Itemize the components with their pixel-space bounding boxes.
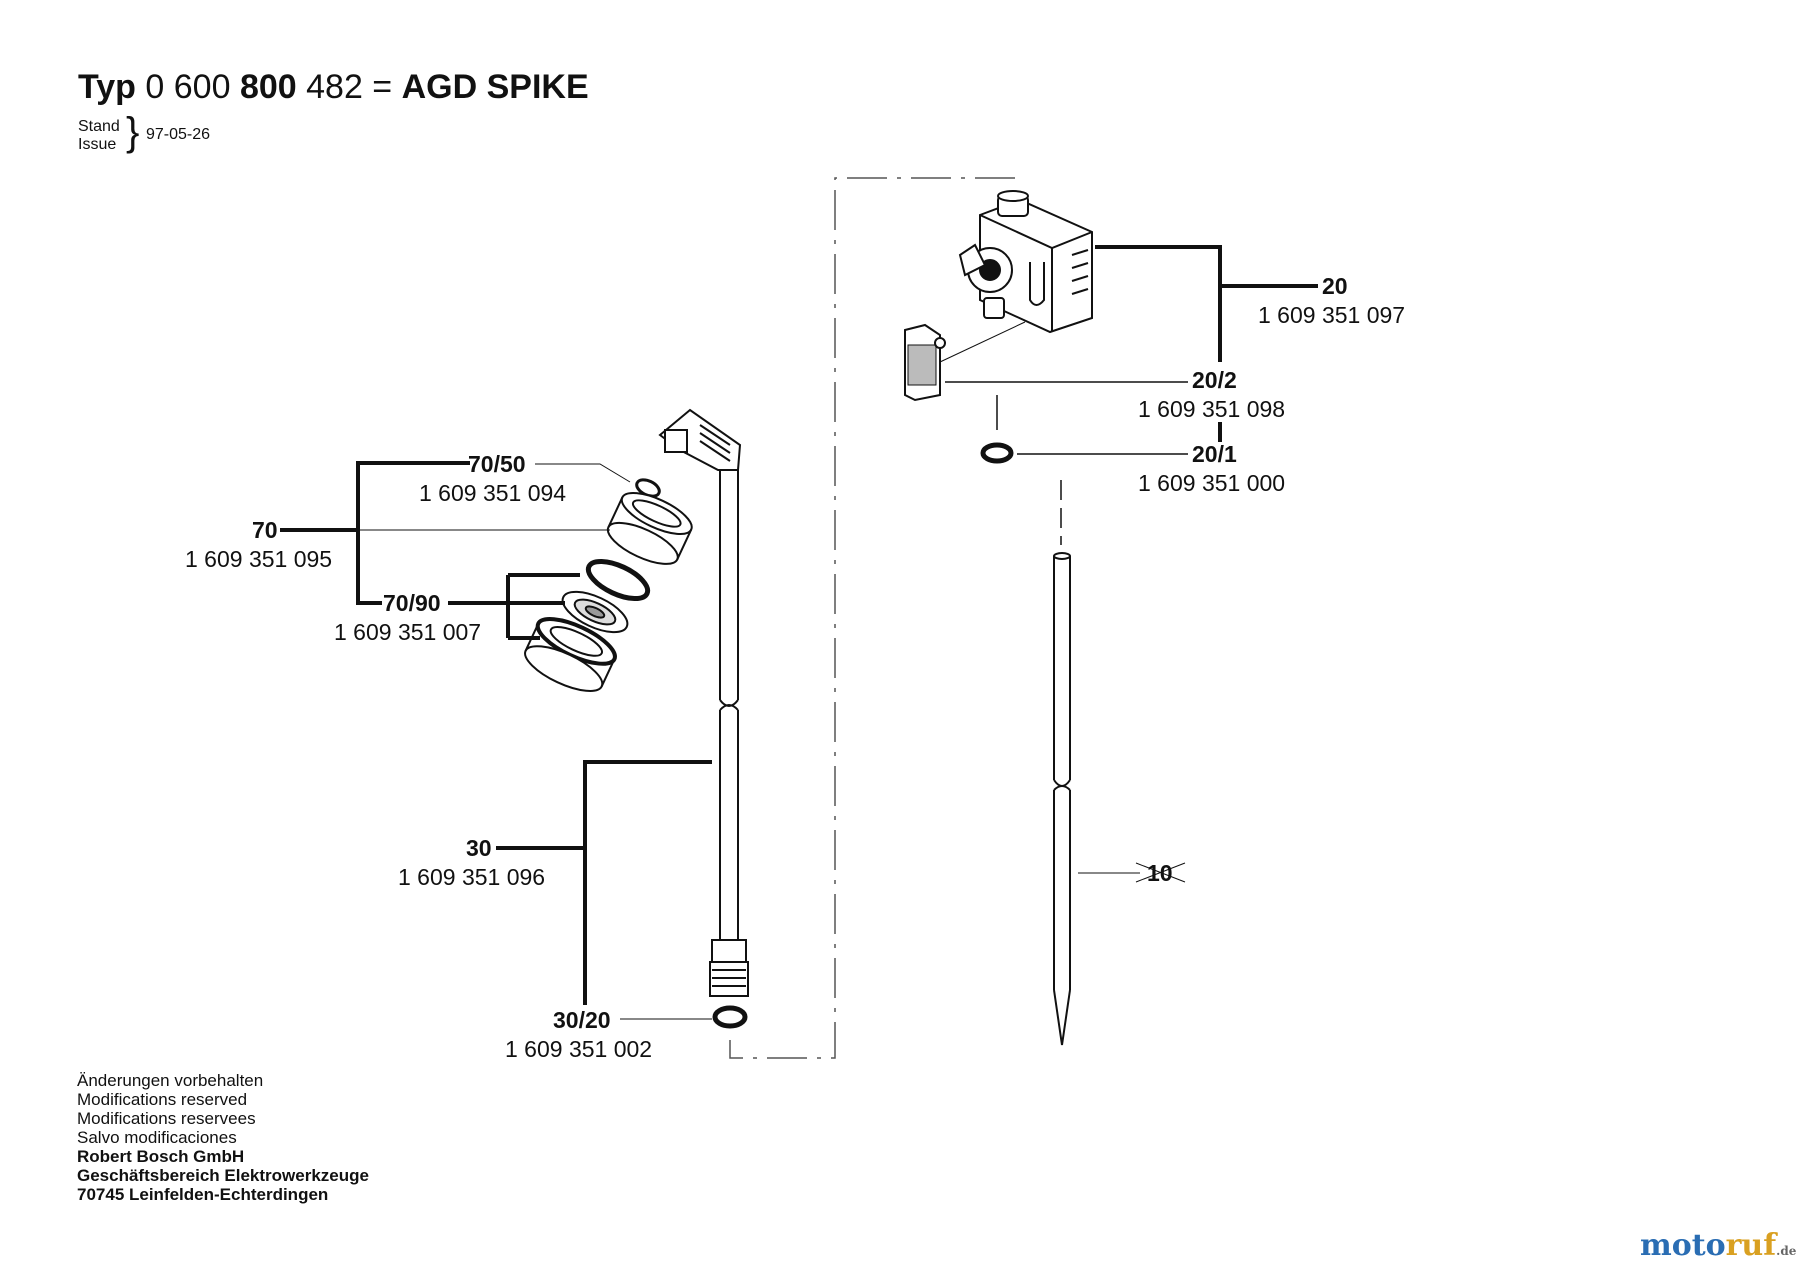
part-ref-20: 20 xyxy=(1322,273,1348,299)
footer-line-6: Geschäftsbereich Elektrowerkzeuge xyxy=(77,1166,369,1185)
watermark-logo: motoruf.de xyxy=(1640,1228,1796,1263)
part-ref-70-50: 70/50 xyxy=(468,451,526,477)
part-ref-70-90: 70/90 xyxy=(383,590,441,616)
part-ref-30: 30 xyxy=(466,835,492,861)
tube-assembly xyxy=(658,408,749,997)
part-number-70: 1 609 351 095 xyxy=(185,546,333,572)
title-num-c: 482 = xyxy=(306,68,393,106)
watermark-part-1: moto xyxy=(1640,1228,1726,1263)
footer-line-1: Änderungen vorbehalten xyxy=(77,1071,264,1090)
part-ref-70: 70 xyxy=(252,517,278,543)
footer-line-2: Modifications reserved xyxy=(77,1090,248,1109)
part-ref-20-1: 20/1 xyxy=(1192,441,1237,467)
part-number-20-1: 1 609 351 000 xyxy=(1138,470,1286,496)
part-number-30: 1 609 351 096 xyxy=(398,864,546,890)
cross-mark-10 xyxy=(1135,862,1186,883)
footer-line-3: Modifications reservees xyxy=(77,1109,256,1128)
footer-line-5: Robert Bosch GmbH xyxy=(77,1147,245,1166)
page-title: Typ 0 600 800 482 = AGD SPIKE xyxy=(78,68,589,107)
part-number-70-50: 1 609 351 094 xyxy=(419,480,567,506)
leader-30-bracket xyxy=(583,760,712,1005)
part-ref-20-2: 20/2 xyxy=(1192,367,1237,393)
footer-notes: Änderungen vorbehalten Modifications res… xyxy=(77,1071,369,1204)
spike-rod xyxy=(1053,552,1071,1046)
footer-line-7: 70745 Leinfelden-Echterdingen xyxy=(77,1185,329,1204)
filter-disc xyxy=(561,590,629,634)
brace-glyph: } xyxy=(126,110,140,154)
leader-70-bracket xyxy=(356,461,470,605)
part-number-30-20: 1 609 351 002 xyxy=(505,1036,653,1062)
nozzle-head xyxy=(606,492,693,565)
leader-20-bracket xyxy=(1095,245,1222,362)
valve-block xyxy=(958,190,1093,334)
ring-seal xyxy=(585,558,651,602)
part-number-20-2: 1 609 351 098 xyxy=(1138,396,1286,422)
stand-label: Stand xyxy=(78,118,120,135)
part-ref-30-20: 30/20 xyxy=(553,1007,611,1033)
issue-date: 97-05-26 xyxy=(146,126,211,143)
o-ring-30-20 xyxy=(712,1005,748,1029)
o-ring-20-1 xyxy=(980,442,1014,464)
watermark-suffix: .de xyxy=(1776,1244,1797,1258)
clip-part xyxy=(904,323,946,402)
title-num-a: 0 600 xyxy=(145,68,231,106)
leader-70-50 xyxy=(535,463,631,483)
leader-70-90-bracket xyxy=(448,573,580,640)
part-number-20: 1 609 351 097 xyxy=(1258,302,1406,328)
stand-issue-labels: Stand Issue xyxy=(78,118,120,154)
title-model: AGD SPIKE xyxy=(401,68,589,106)
part-ref-10: 10 xyxy=(1147,860,1173,886)
watermark-part-2: ruf xyxy=(1725,1228,1777,1263)
title-typ: Typ xyxy=(78,68,136,106)
clip-guide xyxy=(939,321,1026,363)
footer-line-4: Salvo modificaciones xyxy=(77,1128,237,1147)
issue-label: Issue xyxy=(78,136,117,153)
title-num-b: 800 xyxy=(239,68,297,106)
part-number-70-90: 1 609 351 007 xyxy=(334,619,482,645)
dash-dot-frame xyxy=(729,177,1015,1059)
